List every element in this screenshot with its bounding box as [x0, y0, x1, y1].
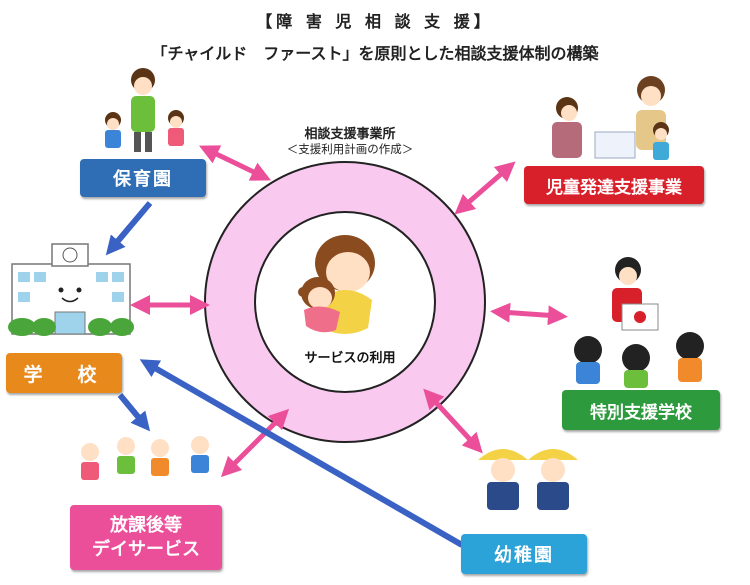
child-development-illustration [552, 76, 669, 160]
node-youchien: 幼稚園 [461, 534, 587, 574]
node-gakkou: 学 校 [6, 353, 122, 393]
arrow-hoikuen-to-gakkou [105, 201, 153, 256]
arrow-jidou-center [454, 161, 516, 215]
kindergarten-kids-illustration [478, 449, 578, 510]
page-title: 【障 害 児 相 談 支 援】 [256, 12, 494, 31]
arrow-youchien-center [423, 388, 483, 454]
service-label: サービスの利用 [304, 351, 396, 366]
arrow-hoikuen-center [198, 145, 272, 181]
special-school-illustration [574, 257, 704, 388]
arrow-tokubetsu-center [490, 302, 568, 326]
node-tokubetsu: 特別支援学校 [562, 390, 720, 430]
node-houkago: 放課後等 デイサービス [70, 505, 222, 570]
mother-child-illustration [298, 235, 375, 334]
after-school-kids-illustration [81, 436, 209, 480]
arrow-houkago-center [220, 408, 290, 478]
node-houkago-line1: 放課後等 [110, 514, 182, 536]
arrow-gakkou-to-houkago [117, 393, 151, 432]
node-hoikuen: 保育園 [80, 159, 206, 197]
school-building-illustration [8, 243, 134, 336]
arrow-youchien-to-gakkou [139, 359, 464, 548]
node-jidou: 児童発達支援事業 [524, 166, 704, 204]
nursery-teacher-illustration [105, 68, 184, 152]
page-subtitle: 「チャイルド ファースト」を原則とした相談支援体制の構築 [151, 44, 599, 63]
center-title: 相談支援事業所 [304, 127, 396, 142]
node-houkago-line2: デイサービス [92, 538, 200, 560]
center-subtitle: ＜支援利用計画の作成＞ [286, 142, 414, 156]
